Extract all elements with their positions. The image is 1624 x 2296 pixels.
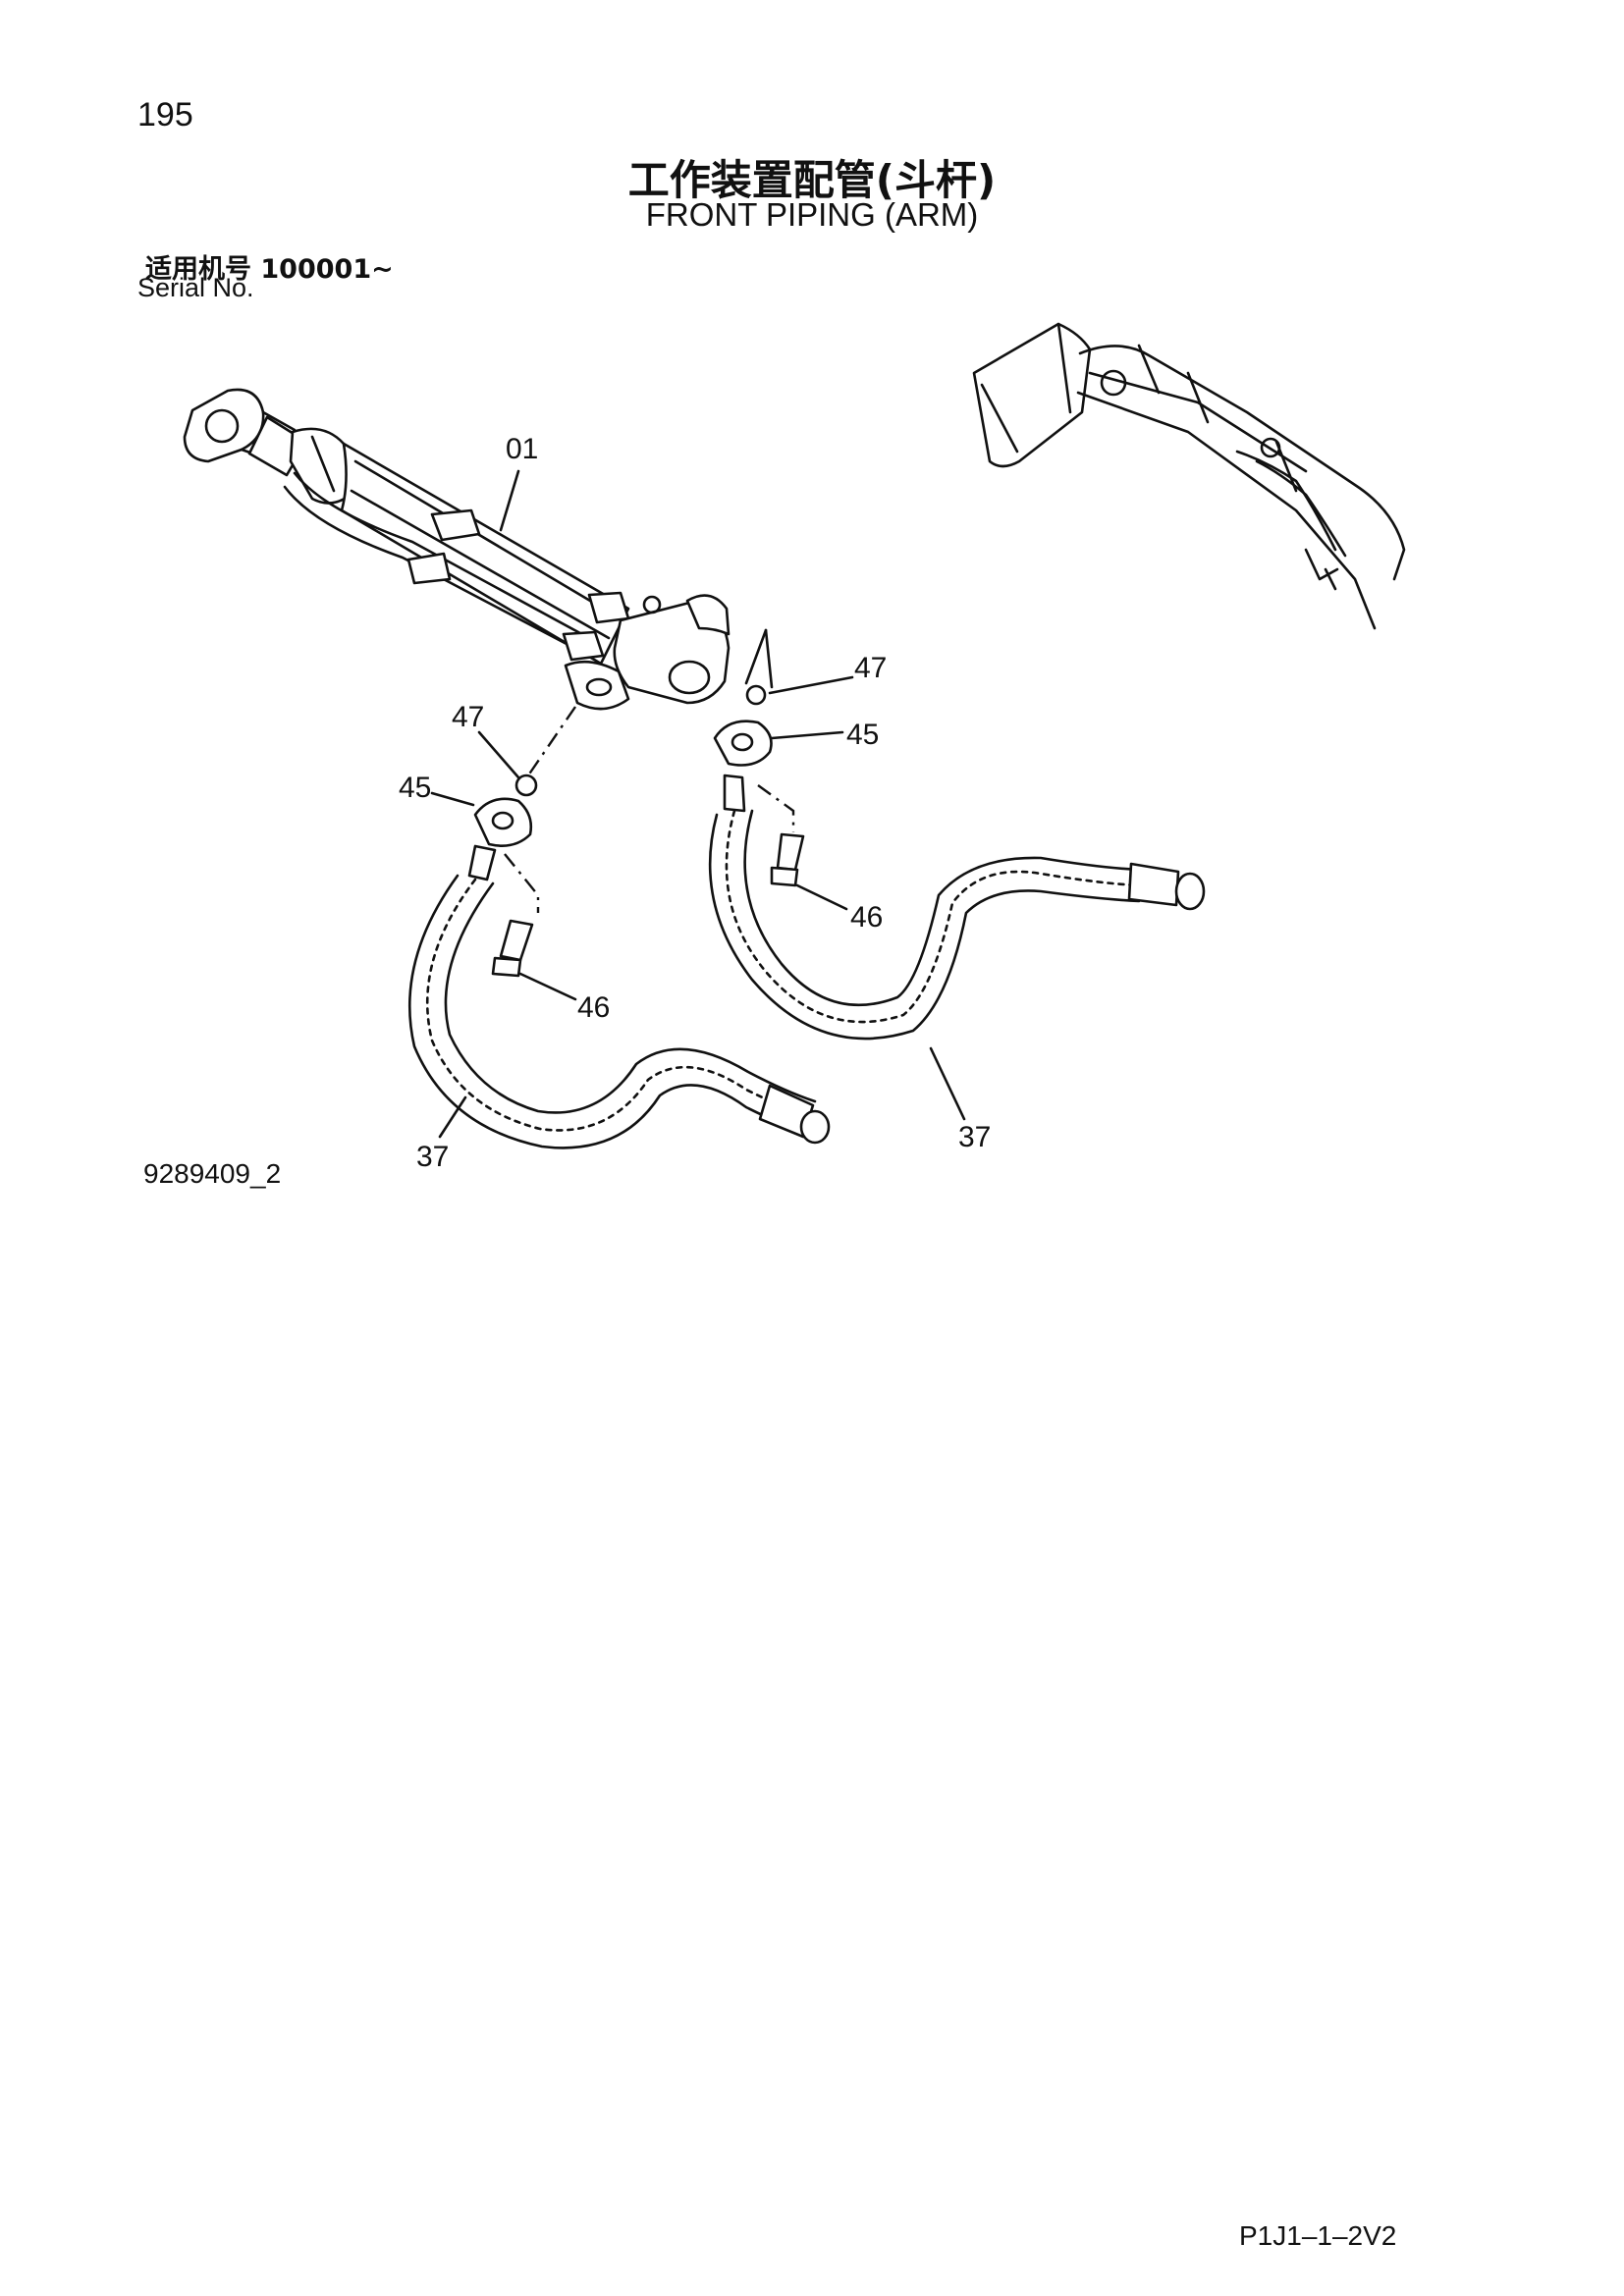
arm-cylinder [183,388,731,711]
flange-45-right [713,720,773,767]
page-number: 195 [137,96,193,133]
arm-key-map [972,322,1406,630]
page-title-chinese: 工作装置配管(斗杆) [627,156,997,204]
front-piping-diagram: 01 47 45 46 37 47 45 46 [183,322,1406,1173]
drawing-number: 9289409_2 [143,1158,282,1189]
page-code: P1J1–1–2V2 [1239,2220,1397,2251]
serial-label-english: Serial No. [137,273,254,302]
bolt-46-left [499,919,534,962]
callout-45-left: 45 [399,772,431,804]
hose-37-right [708,774,1206,1041]
callout-47-right: 47 [854,652,887,684]
callout-01: 01 [506,433,538,465]
callout-47-left: 47 [452,701,484,733]
callout-37-right: 37 [958,1121,991,1153]
callout-46-left: 46 [577,991,610,1024]
o-ring-47-left [514,774,538,797]
callout-46-right: 46 [850,901,883,934]
serial-label-chinese: 适用机号 100001~ [145,254,394,285]
hose-37-left [407,844,831,1149]
bolt-46-right [776,832,805,872]
callout-45-right: 45 [846,719,879,751]
page-title-english: FRONT PIPING (ARM) [645,196,979,233]
callout-37-left: 37 [416,1141,449,1173]
o-ring-47-right [745,684,767,706]
flange-45-left [473,797,533,847]
